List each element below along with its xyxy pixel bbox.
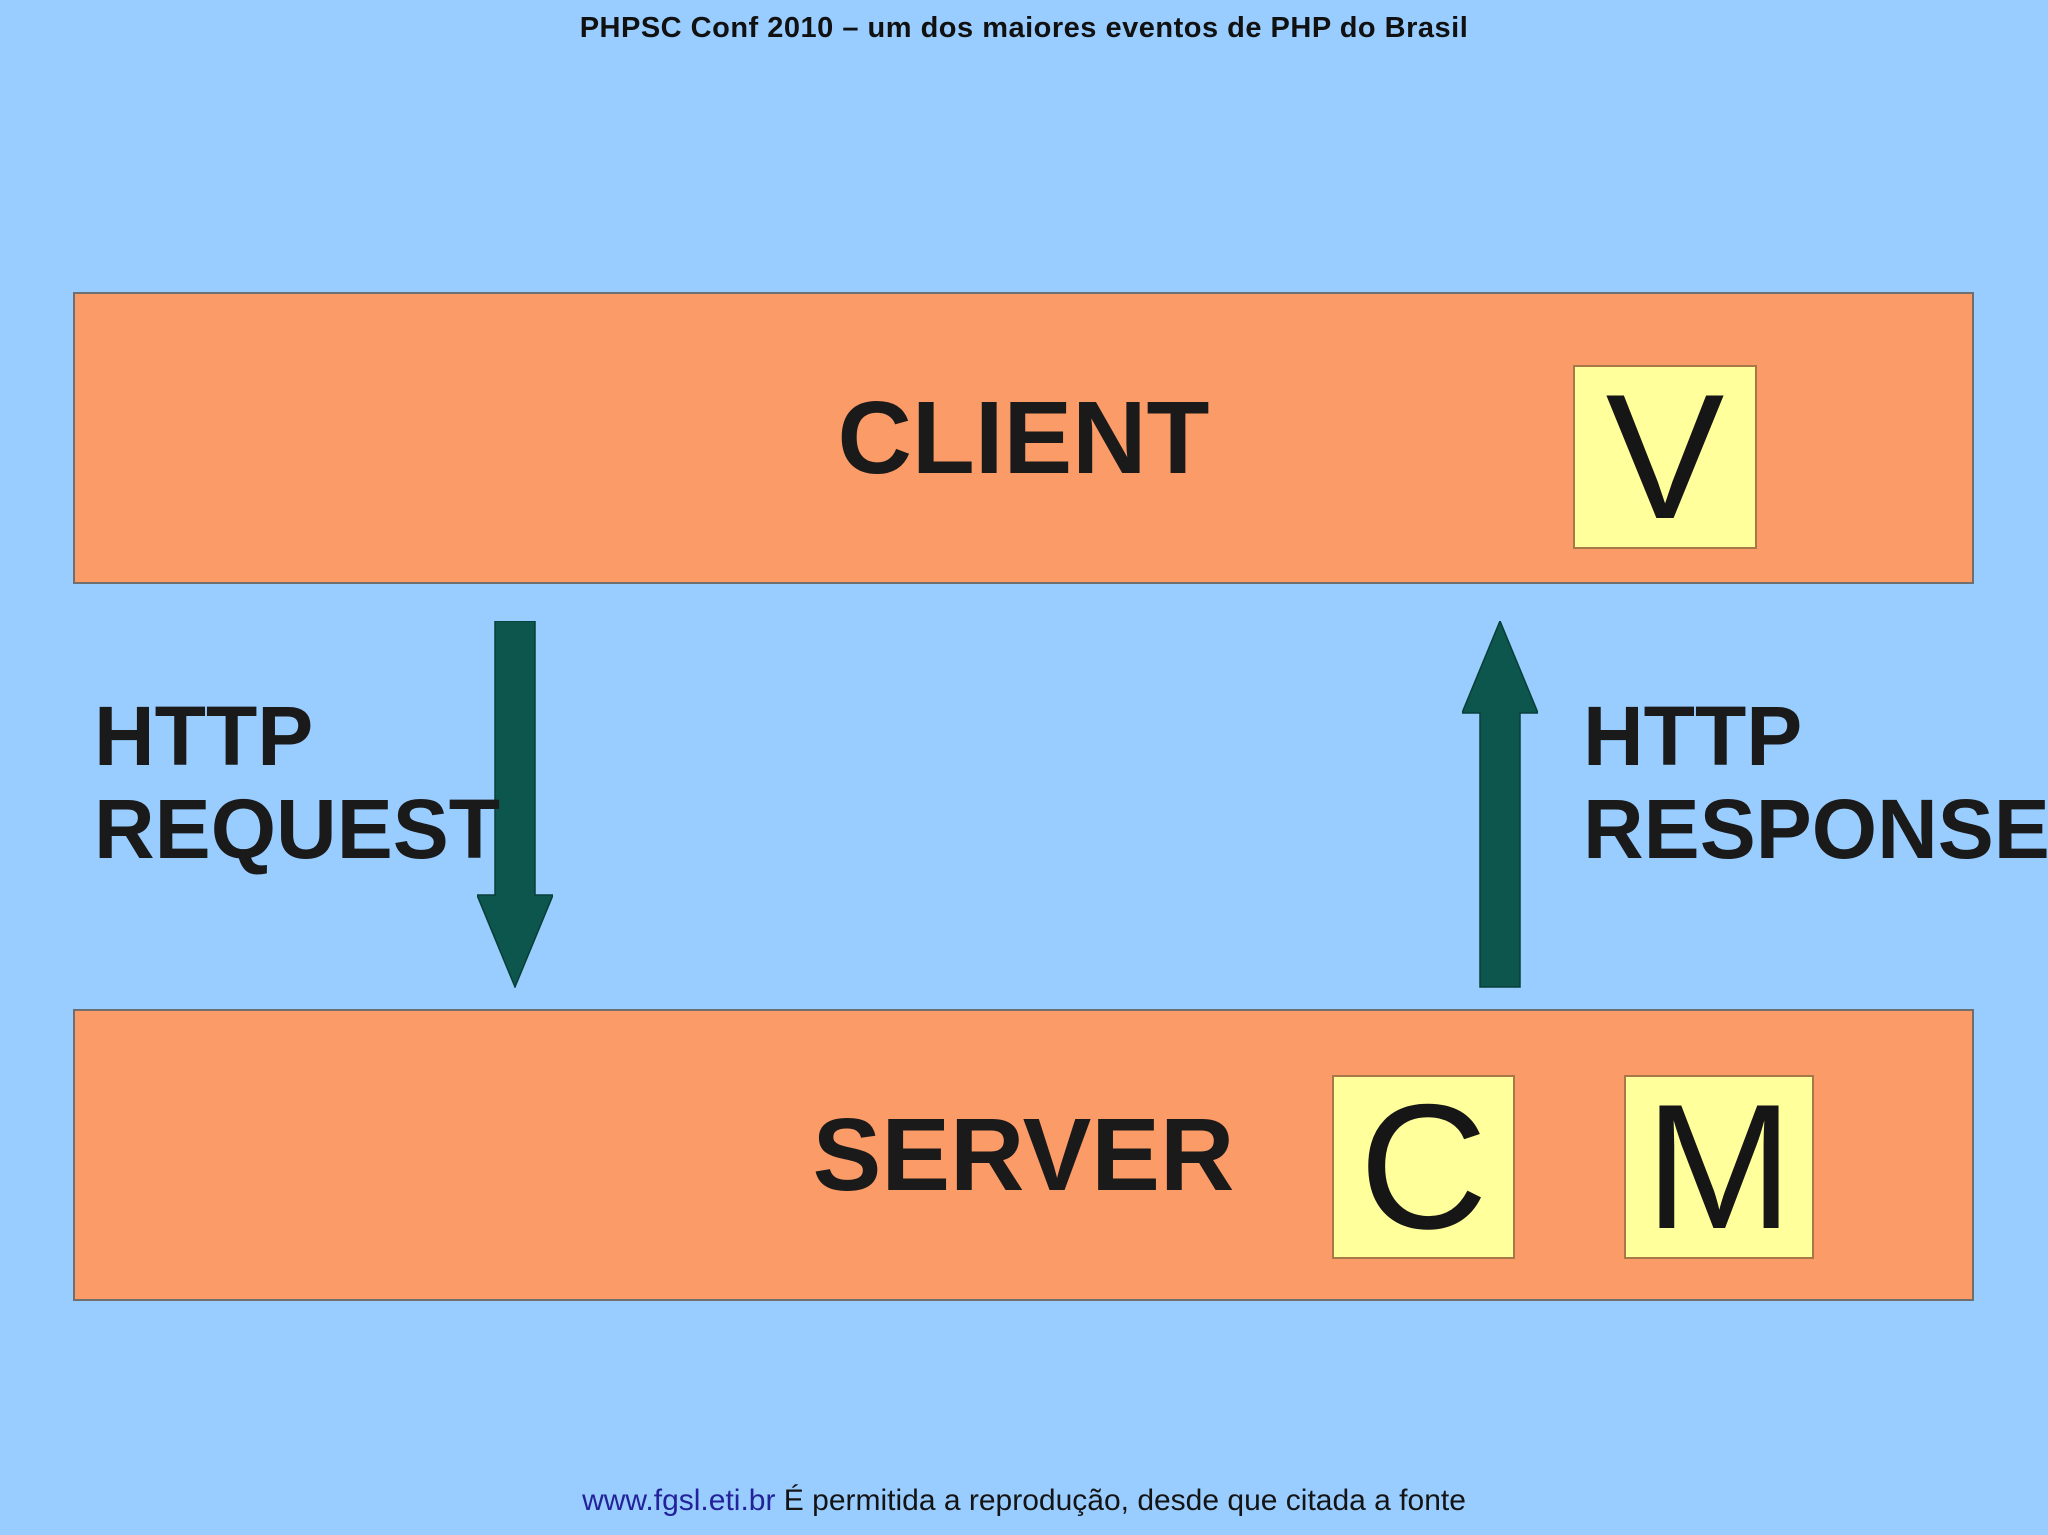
- server-bar: SERVER C M: [73, 1009, 1974, 1301]
- http-request-label: HTTP REQUEST: [94, 690, 500, 876]
- client-label: CLIENT: [837, 380, 1210, 495]
- controller-box: C: [1332, 1075, 1515, 1259]
- http-request-line1: HTTP: [94, 689, 314, 783]
- slide-title: PHPSC Conf 2010 – um dos maiores eventos…: [579, 12, 1469, 44]
- http-response-line1: HTTP: [1583, 689, 1803, 783]
- view-letter: V: [1605, 357, 1725, 556]
- model-box: M: [1624, 1075, 1814, 1259]
- server-label: SERVER: [812, 1097, 1235, 1212]
- http-request-line2: REQUEST: [94, 782, 501, 876]
- http-response-label: HTTP RESPONSE: [1583, 690, 2048, 876]
- http-response-arrow-icon: [1462, 621, 1538, 988]
- controller-letter: C: [1359, 1067, 1488, 1266]
- footer-link[interactable]: www.fgsl.eti.br: [582, 1484, 776, 1517]
- http-request-arrow-icon: [477, 621, 553, 988]
- model-letter: M: [1644, 1067, 1794, 1266]
- http-response-line2: RESPONSE: [1583, 782, 2048, 876]
- client-bar: CLIENT V: [73, 292, 1974, 584]
- footer: www.fgsl.eti.br É permitida a reprodução…: [0, 1484, 2048, 1518]
- footer-notice: É permitida a reprodução, desde que cita…: [775, 1484, 1466, 1517]
- view-box: V: [1573, 365, 1757, 549]
